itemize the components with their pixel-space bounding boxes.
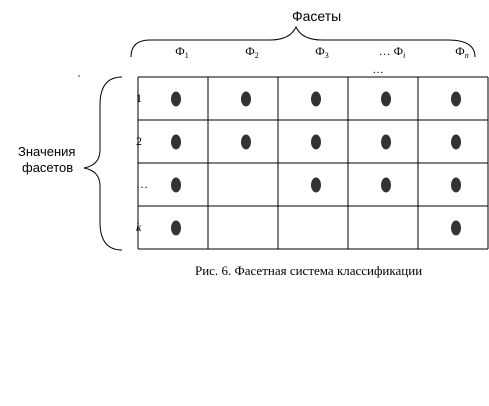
facet-letter: Ф	[315, 44, 325, 58]
facet-subscript: i	[403, 51, 406, 60]
facet-label: … Фi	[379, 45, 406, 60]
facet-value-mark	[311, 177, 321, 193]
side-label-line1: Значения	[18, 144, 76, 159]
row-label: 1	[136, 91, 142, 105]
facet-label: Фn	[455, 45, 468, 60]
stray-dot	[78, 75, 80, 77]
facet-letter: Ф	[245, 44, 255, 58]
facet-value-mark	[241, 91, 251, 107]
facet-label: Ф2	[245, 45, 258, 60]
facet-value-mark	[311, 91, 321, 107]
facet-value-mark	[381, 91, 391, 107]
facet-value-mark	[451, 220, 461, 236]
facet-value-mark	[381, 134, 391, 150]
facet-letter: Ф	[455, 44, 465, 58]
facet-subscript: n	[464, 51, 469, 60]
facet-subscript: 3	[324, 51, 329, 60]
left-brace	[83, 76, 123, 251]
facets-title: Фасеты	[292, 8, 342, 24]
row-label: k	[136, 220, 142, 234]
facet-subscript: 2	[254, 51, 259, 60]
facet-label: Ф3	[315, 45, 328, 60]
facet-subscript: 1	[184, 51, 189, 60]
facet-value-mark	[171, 177, 181, 193]
facet-value-mark	[381, 177, 391, 193]
facet-value-mark	[171, 91, 181, 107]
facet-marks	[171, 91, 461, 236]
facet-value-mark	[171, 134, 181, 150]
facet-grid	[137, 76, 489, 250]
facet-letter: Ф	[175, 44, 185, 58]
facet-value-mark	[451, 177, 461, 193]
facet-value-mark	[451, 91, 461, 107]
row-label: …	[136, 177, 148, 191]
facet-label: Ф1	[175, 45, 188, 60]
facet-value-mark	[241, 134, 251, 150]
top-brace	[130, 25, 476, 58]
figure-caption: Рис. 6. Фасетная система классификации	[195, 263, 423, 278]
row-label: 2	[136, 134, 142, 148]
facet-value-mark	[451, 134, 461, 150]
facet-value-mark	[171, 220, 181, 236]
side-label-line2: фасетов	[22, 160, 74, 175]
facet-letter: … Ф	[378, 44, 404, 58]
facets-between-ellipsis: …	[372, 64, 384, 76]
facet-value-mark	[311, 134, 321, 150]
